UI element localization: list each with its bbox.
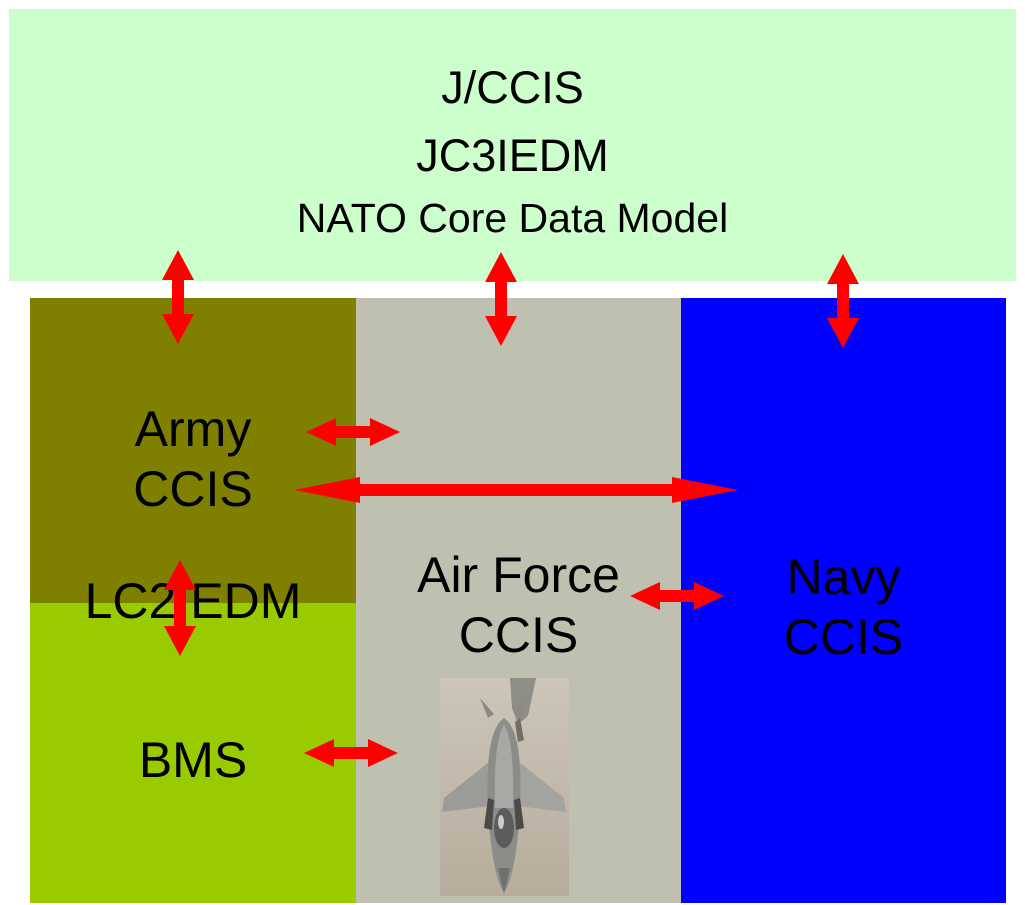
bms-label: BMS [138,732,248,788]
arrow-top-army [162,250,194,344]
army-ccis-box [30,298,356,603]
bms-box [30,603,356,903]
arrow-top-airforce [485,252,517,346]
fighter-jet-photo [440,678,569,896]
arrow-army-navy [294,477,738,503]
army-ccis-label: CCIS [133,461,253,517]
navy-label: Navy [786,549,901,605]
air-force-label: Air Force [417,547,620,603]
navy-ccis-label: CCIS [783,609,904,665]
arrow-airforce-navy [630,582,724,610]
navy-ccis-box [681,298,1006,903]
arrow-bms-airforce [304,739,398,767]
lc2iedm-label: LC2IEDM [84,573,302,629]
air-force-ccis-label: CCIS [458,607,579,663]
jccis-top-box [9,9,1016,281]
army-label: Army [134,401,252,457]
arrow-top-navy [827,254,859,348]
arrow-army-airforce [306,418,400,446]
arrow-army-bms [164,560,196,656]
top-title-nato-core-data-model: NATO Core Data Model [296,195,729,241]
top-title-jc3iedm: JC3IEDM [416,130,609,181]
top-title-jccis: J/CCIS [441,62,584,113]
